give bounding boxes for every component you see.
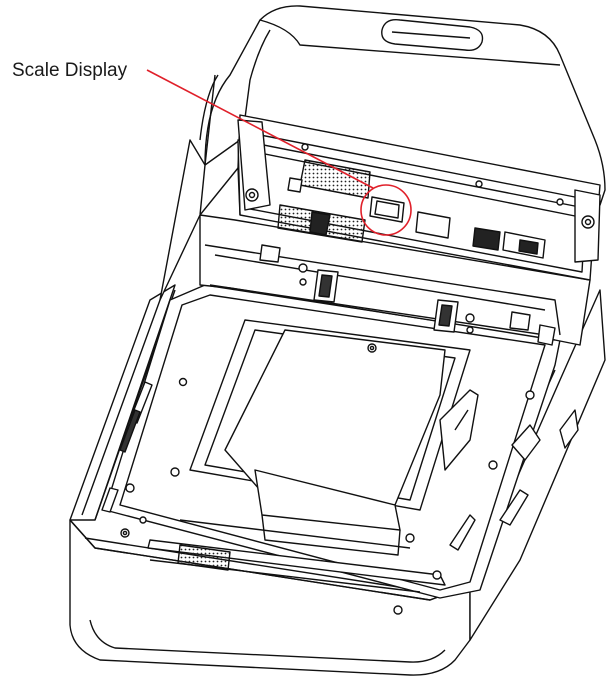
screw-holes [120,343,535,615]
callout-leader-line [146,69,374,189]
callout-circle [360,184,412,236]
speaker-grille-upper [299,159,371,199]
top-hood [204,5,606,206]
base-housing [69,519,471,676]
tray-right-wall [469,289,606,641]
ribbon-cable [177,544,231,571]
scale-display-callout [146,69,412,236]
callout-label: Scale Display [12,60,128,81]
scale-display-screen [369,196,405,223]
